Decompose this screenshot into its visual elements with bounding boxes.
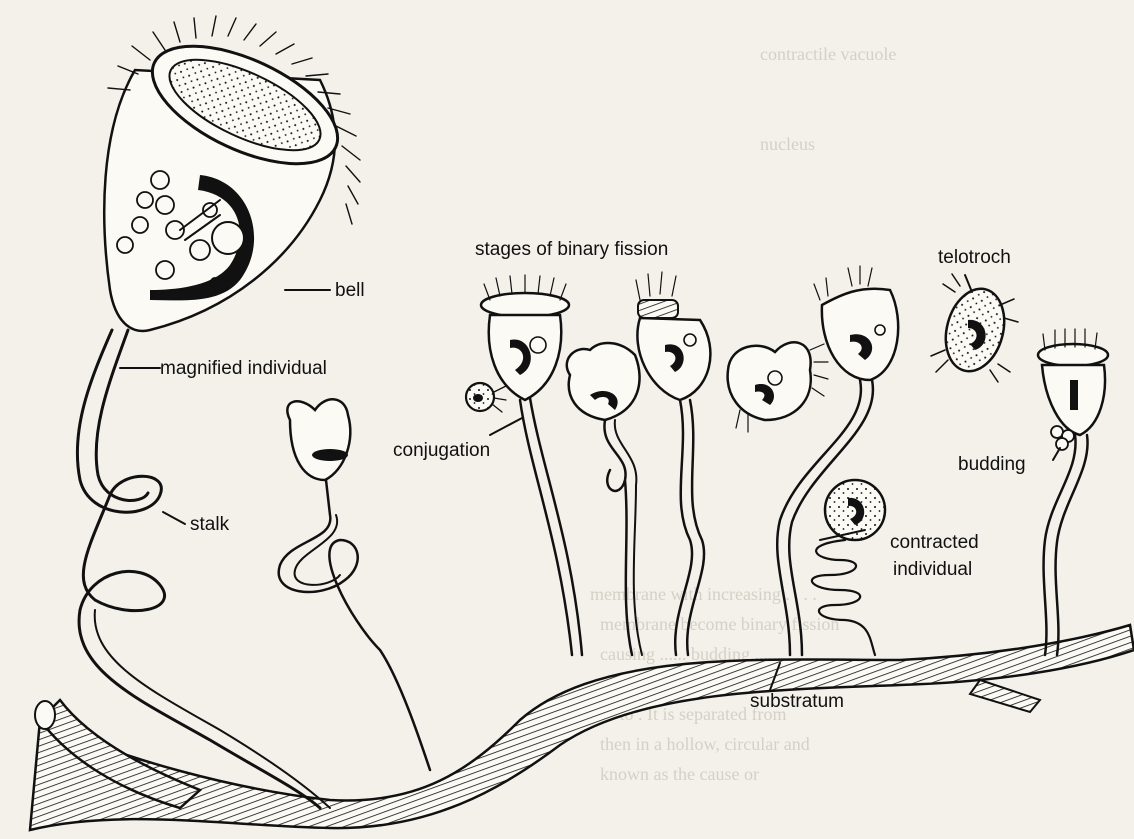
label-stalk: stalk xyxy=(190,514,230,535)
label-substratum: substratum xyxy=(750,691,844,712)
budding-individual xyxy=(1038,329,1108,655)
label-stages-of-binary-fission: stages of binary fission xyxy=(475,239,668,260)
svg-text:contractile vacuole: contractile vacuole xyxy=(760,44,896,64)
svg-text:nucleus: nucleus xyxy=(760,134,815,154)
binary-fission-stage-5 xyxy=(777,266,898,655)
binary-fission-stage-2 xyxy=(567,343,642,655)
svg-text:known as the cause or: known as the cause or xyxy=(600,764,759,784)
microconjugant xyxy=(466,383,506,412)
svg-text:then in a hollow, circular and: then in a hollow, circular and xyxy=(600,734,810,754)
binary-fission-stage-4 xyxy=(728,342,828,432)
label-telotroch: telotroch xyxy=(938,247,1011,268)
label-individual: individual xyxy=(893,559,972,580)
label-contracted: contracted xyxy=(890,532,979,553)
label-magnified-individual: magnified individual xyxy=(160,358,327,379)
telotroch xyxy=(931,274,1018,382)
label-bell: bell xyxy=(335,280,365,301)
label-budding: budding xyxy=(958,454,1026,475)
leader-lines xyxy=(120,275,1060,690)
binary-fission-stage-1 xyxy=(481,275,582,655)
label-conjugation: conjugation xyxy=(393,440,490,461)
